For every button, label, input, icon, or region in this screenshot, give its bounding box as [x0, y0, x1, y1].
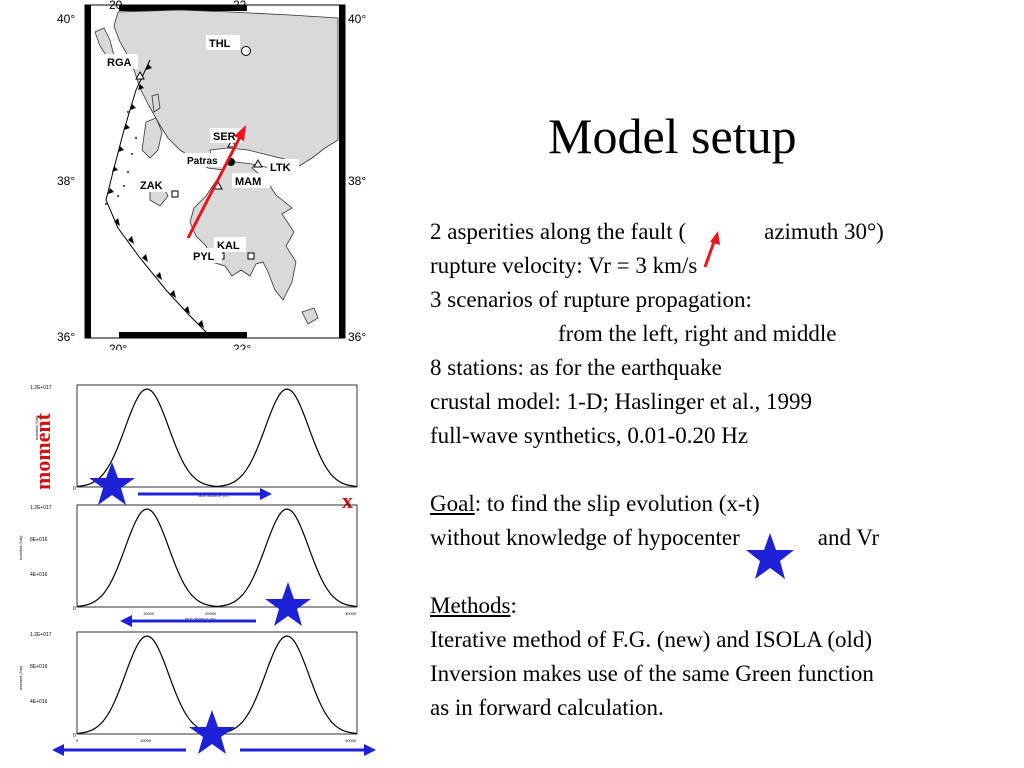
station-ltk-label: LTK: [270, 162, 291, 174]
map-border-right: [339, 5, 345, 338]
station-kal-label: KAL: [217, 240, 240, 252]
body-line-iterative: Iterative method of F.G. (new) and ISOLA…: [430, 627, 873, 652]
ylabel-small: moment (Nm): [34, 415, 39, 440]
moment-axis-label: moment: [30, 412, 55, 490]
station-rga-symbol: [135, 70, 145, 80]
station-pyl-label: PYL: [193, 251, 215, 263]
lon-label-bottom-22: 22°: [233, 342, 251, 350]
body-line-directions: from the left, right and middle: [558, 321, 837, 346]
lefkada-island: [151, 93, 161, 113]
asperities-text: 2 asperities along the fault (: [430, 219, 687, 244]
ytick-label: 0: [73, 606, 76, 612]
kefalonia-island: [141, 117, 163, 159]
station-ltk-symbol: [253, 158, 263, 168]
hypocenter-text: without knowledge of hypocenter: [430, 525, 740, 550]
body-line-hypocenter: without knowledge of hypocenter and Vr: [430, 521, 880, 579]
moment-curve-1: [76, 388, 358, 488]
station-zak-symbol: [171, 190, 179, 198]
moment-curve-2: [76, 508, 358, 608]
islet-dots: [104, 110, 138, 206]
station-ser-label: SER: [213, 131, 236, 143]
map-border-bottom: [119, 332, 247, 338]
slide-title: Model setup: [548, 108, 797, 164]
plot-panel-2: 1.2E+017 8E+016 4E+016 0 moment (Nm) 100…: [18, 504, 358, 621]
ytick-label: 8E+016: [30, 664, 48, 670]
propagation-arrowhead-left: [120, 615, 132, 627]
trench-teeth: [108, 64, 204, 328]
ytick-label: 4E+016: [30, 699, 48, 705]
hypocenter-star-left: [89, 462, 135, 505]
lon-label-bottom-20: 20°: [109, 342, 127, 350]
plot-panel-1: 1.2E+017 0 moment (Nm) fault distance (m…: [30, 384, 358, 498]
azimuth-arrow-icon: [703, 231, 721, 268]
xtick-label: 30000: [345, 611, 357, 616]
ylabel-small: moment (Nm): [18, 535, 23, 560]
moment-curve-3: [76, 635, 358, 735]
xtick-label: 10000: [140, 738, 152, 743]
goal-text: : to find the slip evolution (x-t): [474, 491, 760, 516]
station-rga-label: RGA: [107, 57, 132, 69]
body-line-crustal-model: crustal model: 1-D; Haslinger et al., 19…: [430, 389, 812, 414]
lat-label-left-36: 36°: [57, 330, 75, 344]
xtick-label: 30000: [345, 738, 357, 743]
station-thl-label: THL: [209, 38, 231, 50]
body-line-goal: Goal: to find the slip evolution (x-t): [430, 487, 760, 521]
body-line-rupture-velocity: rupture velocity: Vr = 3 km/s: [430, 253, 698, 278]
lon-label-top-22: 22: [233, 0, 247, 12]
hypocenter-star-icon: [745, 533, 794, 579]
body-line-scenarios: 3 scenarios of rupture propagation:: [430, 287, 752, 312]
lat-label-right-38: 38°: [348, 174, 366, 188]
body-line-asperities: 2 asperities along the fault ( azimuth 3…: [430, 215, 884, 268]
methods-colon: :: [510, 593, 517, 618]
methods-heading: Methods: [430, 593, 511, 618]
body-line-forward: as in forward calculation.: [430, 695, 664, 720]
propagation-arrowhead-right-middle: [364, 744, 376, 756]
ytick-label: 0: [73, 486, 76, 492]
x-axis-label: x: [342, 488, 353, 513]
station-mam-label: MAM: [235, 176, 261, 188]
map-border-left: [85, 5, 91, 338]
station-thl-symbol: [241, 46, 251, 56]
ylabel-small: moment (Nm): [18, 665, 23, 690]
ytick-label: 0: [73, 733, 76, 739]
ytick-label: 1.2E+017: [30, 385, 52, 391]
ytick-label: 1.2E+017: [30, 632, 52, 638]
azimuth-text: azimuth 30°): [764, 219, 884, 244]
ytick-label: 4E+016: [30, 572, 48, 578]
fault-arrow-line: [186, 134, 243, 239]
kythira-island: [301, 307, 319, 325]
station-zak-label: ZAK: [140, 180, 163, 192]
ytick-label: 1.2E+017: [30, 505, 52, 511]
lon-label-top-20: 20: [109, 0, 123, 12]
hypocenter-star-middle: [189, 710, 235, 754]
body-line-synthetics: full-wave synthetics, 0.01-0.20 Hz: [430, 423, 749, 448]
lat-label-right-40: 40°: [348, 12, 366, 26]
patras-label: Patras: [187, 156, 218, 167]
plot-panel-3: 1.2E+017 8E+016 4E+016 0 moment (Nm) 0 1…: [18, 631, 358, 743]
lat-label-left-38: 38°: [57, 174, 75, 188]
vr-text: and Vr: [817, 525, 880, 550]
lat-label-left-40: 40°: [57, 12, 75, 26]
body-line-stations: 8 stations: as for the earthquake: [430, 355, 722, 380]
propagation-arrowhead-left-middle: [52, 744, 64, 756]
propagation-arrowhead-right: [260, 488, 272, 500]
xlabel-small: fault distance (m): [185, 616, 216, 621]
body-line-methods: Methods:: [430, 589, 517, 623]
moment-plots: moment x 1.2E+017 0 moment (Nm) fault di…: [18, 384, 376, 756]
goal-heading: Goal: [430, 491, 475, 516]
map-figure: THL RGA SER LTK MAM ZAK KAL PYL Patras 4…: [57, 0, 366, 350]
xtick-label: 20000: [205, 611, 217, 616]
hypocenter-star-right: [265, 582, 311, 626]
ytick-label: 8E+016: [30, 537, 48, 543]
station-kal-symbol: [247, 252, 255, 260]
xtick-label: 0: [76, 738, 79, 743]
body-line-inversion: Inversion makes use of the same Green fu…: [430, 661, 874, 686]
fault-arrow-head: [234, 125, 246, 141]
xtick-label: 10000: [143, 611, 155, 616]
station-ser-symbol: [227, 138, 237, 148]
lat-label-right-36: 36°: [348, 330, 366, 344]
map-border-top: [119, 5, 247, 11]
